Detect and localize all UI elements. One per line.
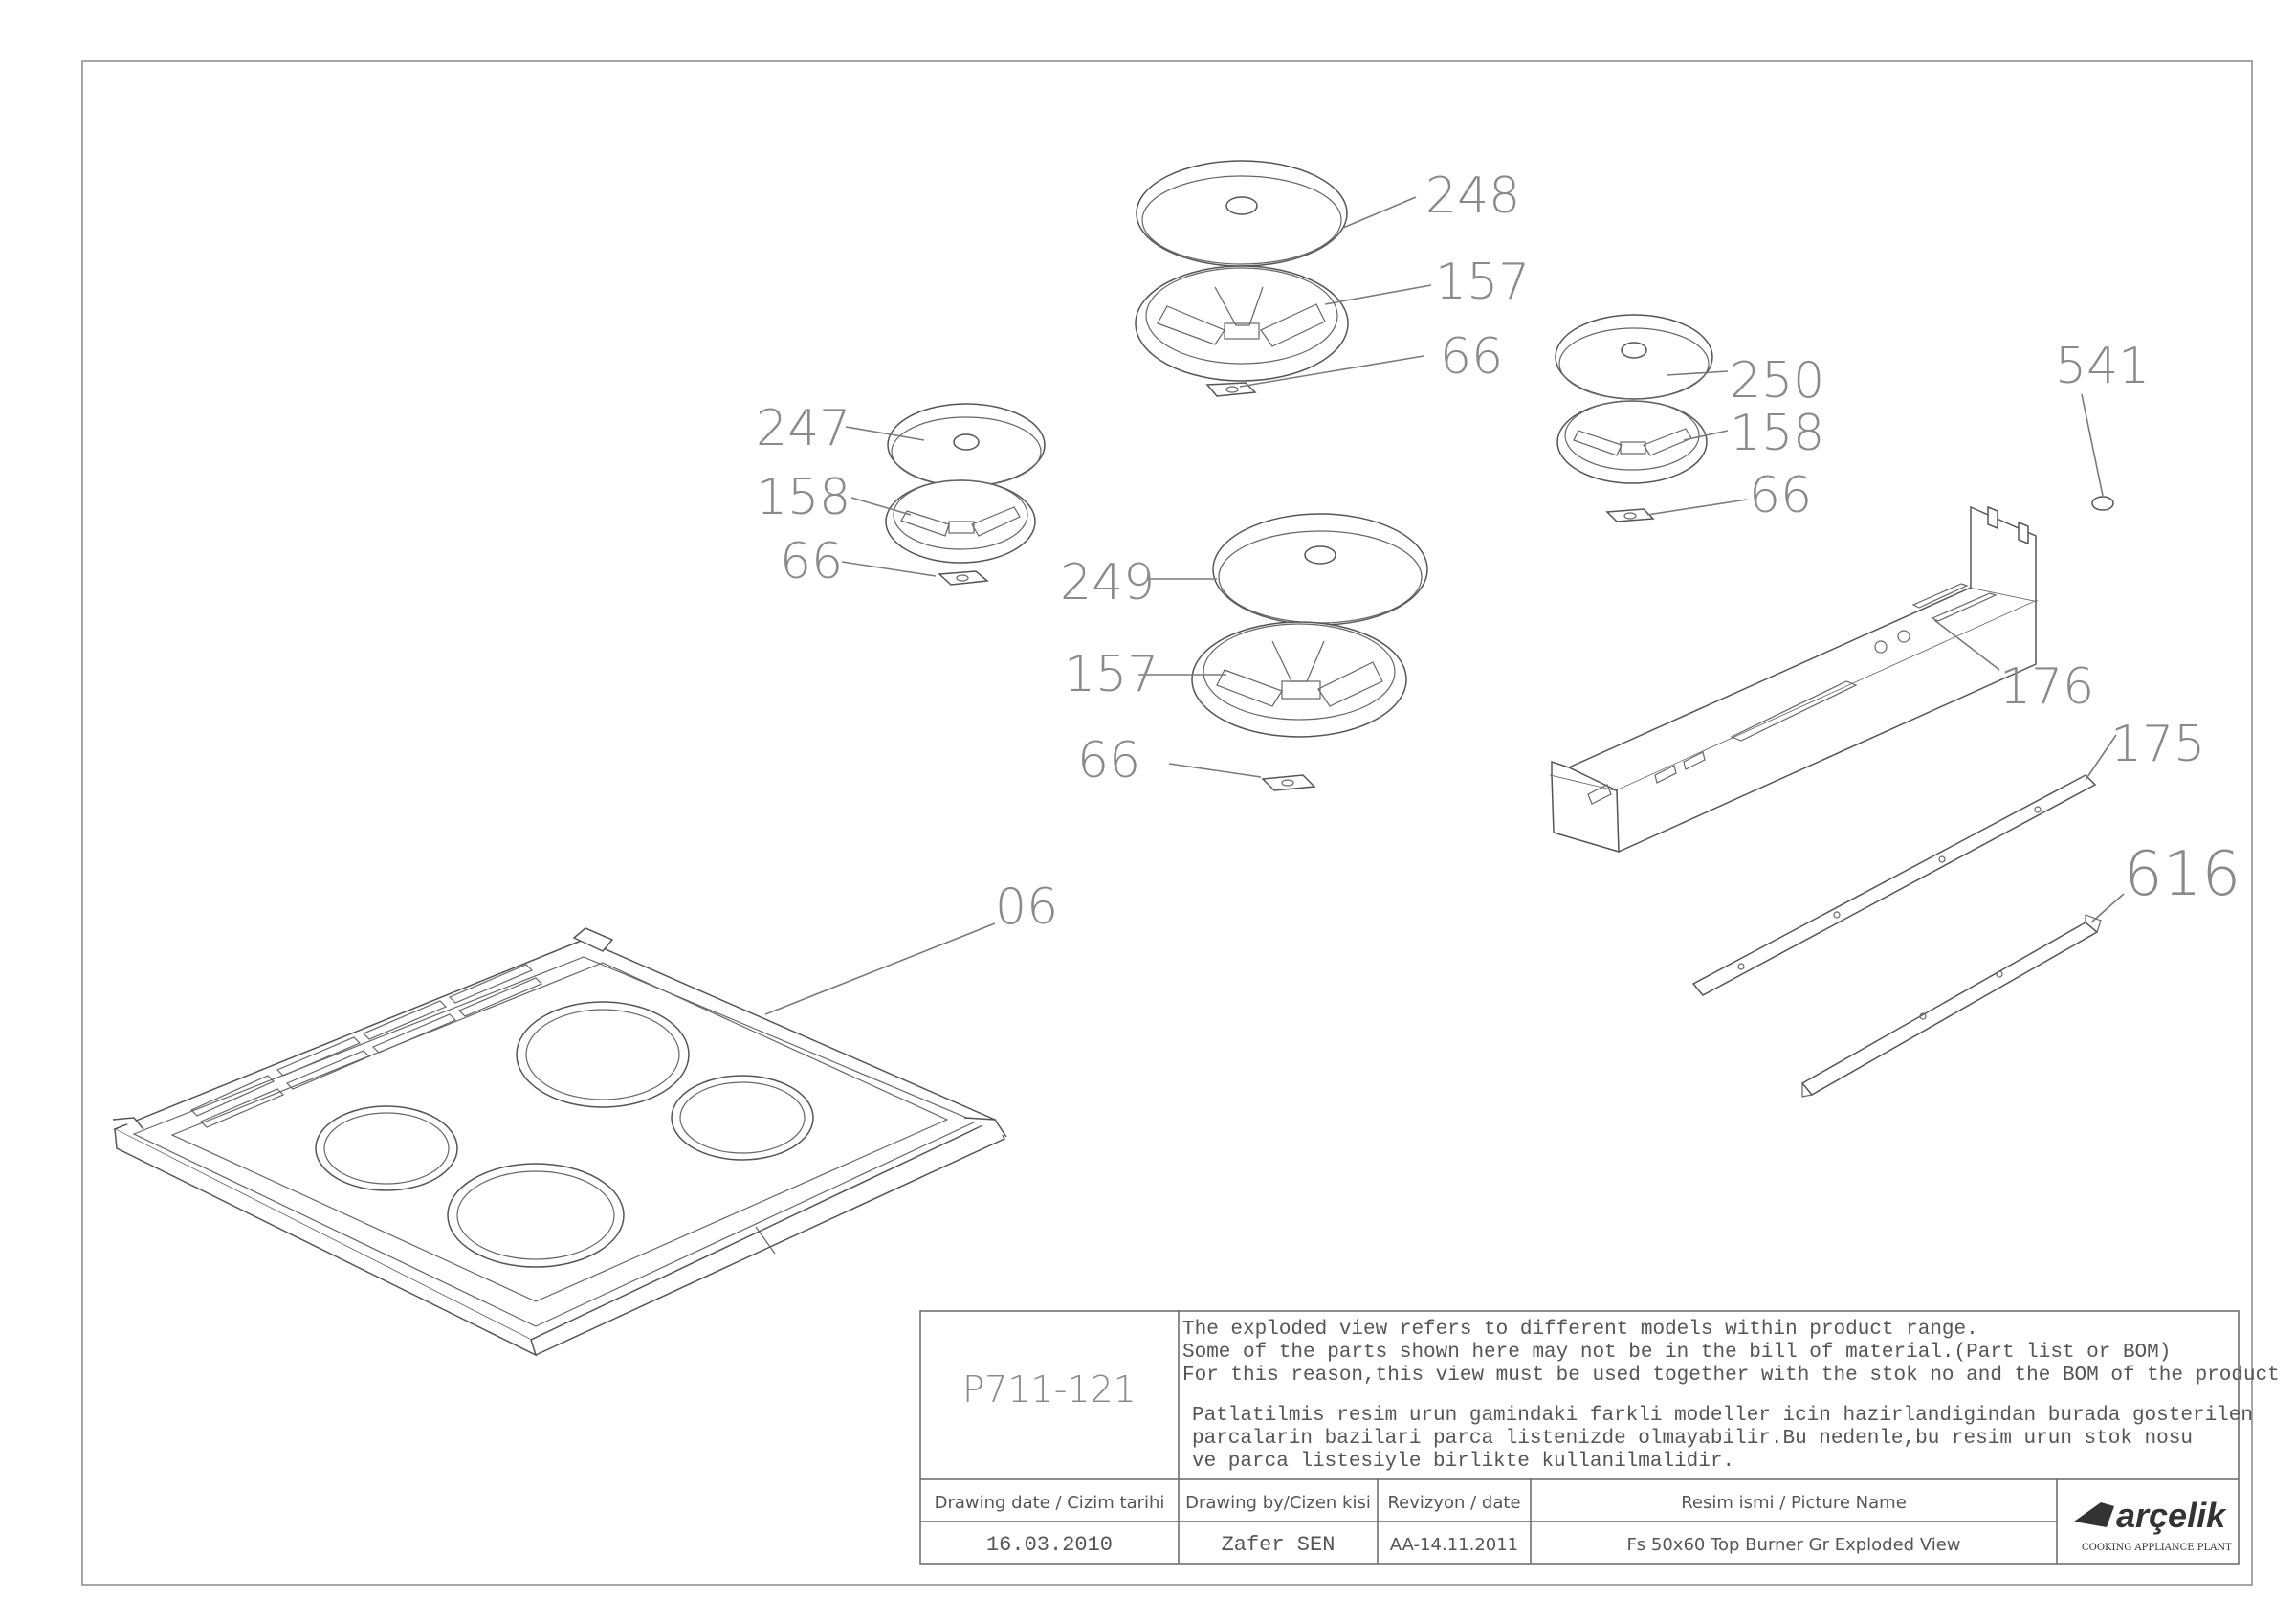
note-tr-3: ve parca listesiyle birlikte kullanilmal…: [1192, 1451, 1734, 1473]
burner-cap-249: [1212, 513, 1428, 626]
callout-248: 248: [1425, 167, 1520, 225]
callout-66a: 66: [1440, 328, 1503, 386]
leader-616: [2090, 893, 2125, 923]
logo-subtitle: COOKING APPLIANCE PLANT: [2082, 1543, 2232, 1553]
leader-66b: [1646, 499, 1748, 516]
leader-66d: [1168, 763, 1262, 778]
note-en-2: Some of the parts shown here may not be …: [1182, 1342, 2171, 1364]
callout-06: 06: [995, 878, 1058, 936]
callout-66c: 66: [780, 533, 843, 590]
leader-158b: [1683, 430, 1729, 441]
leader-247: [845, 426, 925, 441]
leader-66a: [1239, 355, 1424, 388]
callout-176: 176: [1999, 658, 2094, 716]
callout-158b: 158: [1730, 405, 1824, 462]
value-revision: AA-14.11.2011: [1390, 1535, 1518, 1555]
value-drawing-by: Zafer SEN: [1222, 1533, 1336, 1557]
leader-06: [764, 922, 996, 1015]
callout-66d: 66: [1077, 732, 1140, 789]
hob-top-plate-06: [112, 927, 1007, 1357]
burner-bracket-176: [1549, 505, 2039, 854]
drawing-number: P711-121: [962, 1368, 1137, 1411]
header-drawing-date: Drawing date / Cizim tarihi: [935, 1493, 1165, 1513]
burner-cap-250: [1555, 314, 1713, 400]
note-en-1: The exploded view refers to different mo…: [1182, 1319, 1978, 1341]
leader-176: [1933, 619, 2000, 671]
logo-wordmark: arçelik: [2116, 1496, 2227, 1535]
flame-spreader-158-left: [885, 479, 1036, 564]
callout-66b: 66: [1749, 467, 1812, 524]
callout-541: 541: [2055, 338, 2150, 395]
injector-66-left: [938, 570, 989, 586]
burner-cap-247: [887, 403, 1046, 487]
header-drawing-by: Drawing by/Cizen kisi: [1185, 1493, 1371, 1513]
flame-spreader-158-right: [1556, 400, 1708, 484]
leader-66c: [841, 561, 937, 577]
burner-cap-248: [1136, 160, 1348, 267]
header-picture-name: Resim ismi / Picture Name: [1681, 1493, 1907, 1513]
rail-616: [1800, 914, 2102, 1098]
value-picture-name: Fs 50x60 Top Burner Gr Exploded View: [1626, 1535, 1960, 1555]
note-en-3: For this reason,this view must be used t…: [1182, 1365, 2280, 1387]
leader-248: [1342, 196, 1417, 229]
header-revision: Revizyon / date: [1387, 1493, 1520, 1513]
flame-spreader-157-center: [1191, 621, 1407, 738]
callout-247: 247: [756, 400, 850, 457]
flame-spreader-157-top: [1135, 265, 1349, 382]
injector-66-right: [1605, 508, 1655, 522]
title-block: [919, 1310, 2240, 1565]
callout-157b: 157: [1064, 646, 1159, 703]
leader-541: [2081, 393, 2104, 497]
injector-66-center: [1261, 774, 1316, 791]
arcelik-logo: arçelik COOKING APPLIANCE PLANT: [2074, 1496, 2232, 1553]
callout-158a: 158: [756, 469, 850, 526]
sheet-frame: [81, 60, 2253, 1586]
callout-250: 250: [1730, 352, 1824, 410]
callout-157a: 157: [1435, 254, 1530, 311]
value-drawing-date: 16.03.2010: [986, 1533, 1113, 1557]
callout-616: 616: [2124, 839, 2241, 910]
leader-157a: [1324, 284, 1432, 305]
leader-175: [2085, 734, 2117, 781]
note-tr-1: Patlatilmis resim urun gamindaki farkli …: [1192, 1405, 2253, 1427]
part-541: [2091, 496, 2114, 511]
strip-175: [1691, 774, 2097, 996]
leader-250: [1666, 370, 1729, 376]
note-tr-2: parcalarin bazilari parca listenizde olm…: [1192, 1428, 2193, 1450]
callout-249: 249: [1060, 554, 1155, 611]
leader-158a: [850, 497, 912, 516]
callout-175: 175: [2110, 716, 2205, 773]
